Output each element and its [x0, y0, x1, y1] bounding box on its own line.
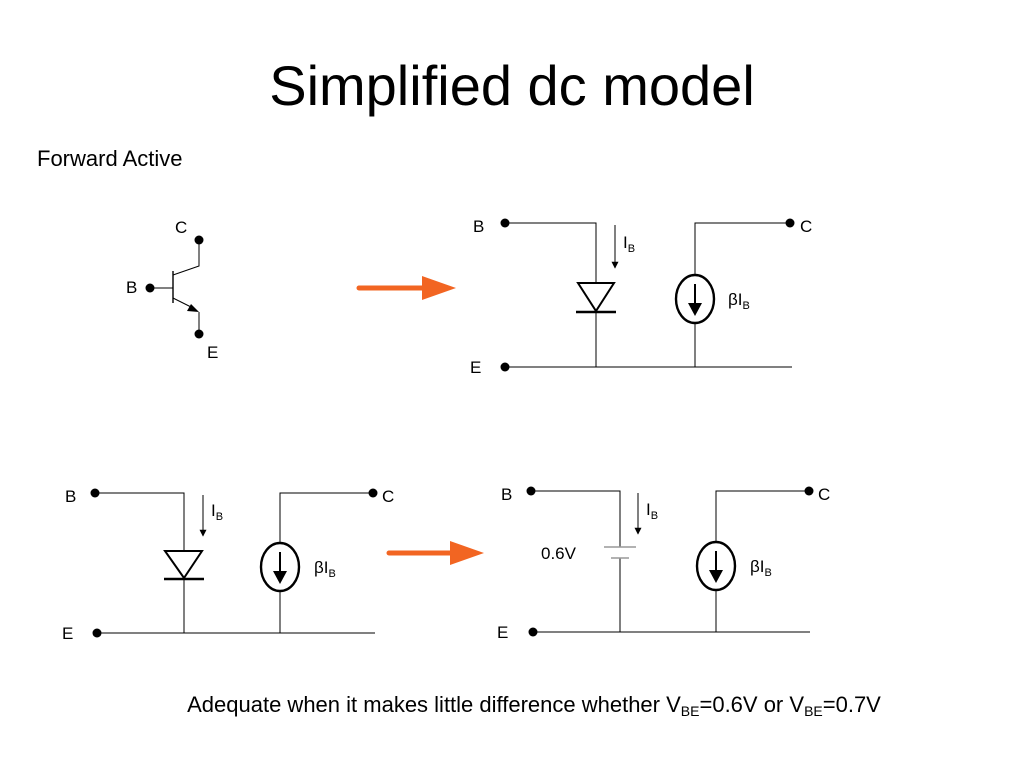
base-label: B	[501, 485, 512, 504]
diode-model-circuit-top: B C E IB βIB	[470, 217, 812, 377]
bjt-b-label: B	[126, 278, 137, 297]
slide-caption: Adequate when it makes little difference…	[0, 692, 1024, 718]
source-label: βIB	[728, 290, 750, 312]
collector-terminal	[785, 218, 795, 228]
transform-arrow-2	[386, 541, 484, 565]
base-wire	[531, 490, 621, 547]
emitter-label: E	[62, 624, 73, 643]
base-current-label: IB	[646, 500, 658, 522]
caption-sub-1: BE	[680, 703, 700, 719]
battery-symbol	[604, 546, 636, 559]
caption-sub-2: BE	[804, 703, 823, 719]
diode-symbol	[576, 282, 616, 314]
current-source-symbol	[259, 541, 301, 593]
slide-subtitle: Forward Active	[37, 146, 183, 171]
bjt-symbol: C B E	[126, 218, 218, 362]
transform-arrow-1	[356, 276, 456, 300]
emitter-terminal	[528, 627, 538, 637]
bjt-emitter-arrow	[187, 304, 199, 312]
base-label: B	[65, 487, 76, 506]
base-wire	[505, 222, 597, 367]
diode-model-circuit-bottom: B C E IB βIB	[62, 487, 394, 643]
emitter-label: E	[470, 358, 481, 377]
emitter-terminal	[92, 628, 102, 638]
voltage-label: 0.6V	[541, 544, 577, 563]
current-source-symbol	[695, 540, 737, 592]
emitter-terminal	[500, 362, 510, 372]
diode-symbol	[163, 550, 204, 581]
base-current-label: IB	[623, 233, 635, 255]
base-terminal	[526, 486, 536, 496]
base-terminal	[90, 488, 100, 498]
emitter-label: E	[497, 623, 508, 642]
collector-terminal	[804, 486, 814, 496]
base-wire	[95, 492, 185, 633]
current-source-symbol	[674, 273, 716, 325]
bjt-collector-lead	[172, 240, 200, 276]
bjt-base-terminal	[145, 283, 155, 293]
base-current-label: IB	[211, 501, 223, 523]
collector-label: C	[818, 485, 830, 504]
collector-terminal	[368, 488, 378, 498]
source-label: βIB	[314, 558, 336, 580]
caption-suffix: =0.7V	[822, 692, 881, 717]
source-label: βIB	[750, 557, 772, 579]
slide-title: Simplified dc model	[269, 54, 755, 117]
bjt-emitter-terminal	[194, 329, 204, 339]
collector-label: C	[382, 487, 394, 506]
bjt-c-label: C	[175, 218, 187, 237]
voltage-model-circuit: B C E 0.6V IB βIB	[497, 485, 830, 642]
base-terminal	[500, 218, 510, 228]
caption-prefix: Adequate when it makes little difference…	[187, 692, 681, 717]
bjt-collector-terminal	[194, 235, 204, 245]
collector-label: C	[800, 217, 812, 236]
bjt-e-label: E	[207, 343, 218, 362]
caption-mid: =0.6V or V	[699, 692, 805, 717]
base-label: B	[473, 217, 484, 236]
